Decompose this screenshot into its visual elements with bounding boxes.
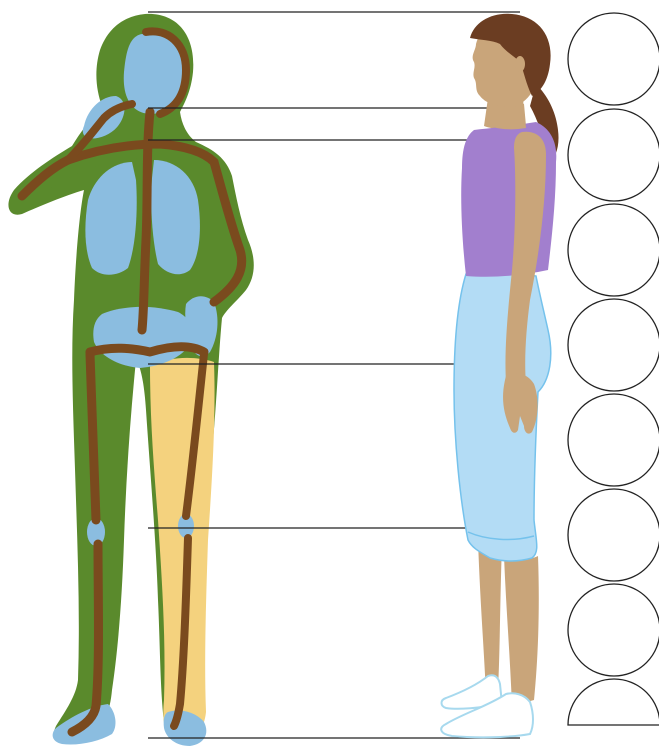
head-unit-circle-6 bbox=[568, 489, 659, 581]
head-unit-circle-2 bbox=[568, 109, 659, 201]
muscle-silhouette bbox=[8, 14, 253, 744]
head-unit-circle-8-half bbox=[568, 679, 659, 725]
pelvis-bone bbox=[90, 347, 204, 352]
head-unit-circle-4 bbox=[568, 299, 659, 391]
head-unit-circles bbox=[568, 13, 659, 725]
leg-back bbox=[478, 540, 502, 694]
head-unit-circle-3 bbox=[568, 204, 659, 296]
head-unit-circle-5 bbox=[568, 394, 659, 486]
leg-front bbox=[504, 556, 539, 706]
ear bbox=[515, 56, 525, 72]
clothed-figure bbox=[441, 14, 558, 738]
head-unit-circle-1 bbox=[568, 13, 659, 105]
femur-left bbox=[90, 354, 96, 520]
head-unit-circle-7 bbox=[568, 584, 659, 676]
anatomy-figure bbox=[8, 14, 253, 746]
